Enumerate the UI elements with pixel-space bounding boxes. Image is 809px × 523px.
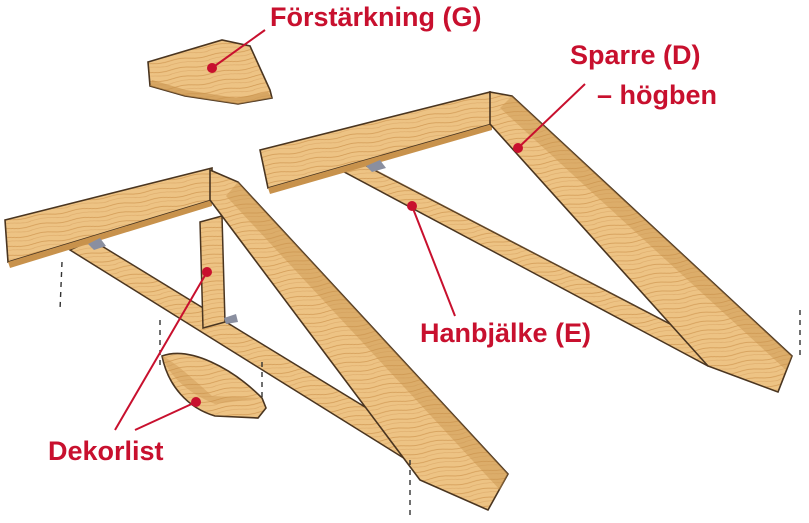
- label-rafter: Sparre (D): [570, 40, 701, 70]
- decor-strip: [161, 352, 267, 419]
- leader-dot-decor-strip: [191, 397, 201, 407]
- label-rafter-subtitle: – högben: [597, 80, 717, 110]
- leader-dot-rafter: [513, 143, 523, 153]
- label-reinforcement: Förstärkning (G): [270, 2, 482, 32]
- left-bracket: [4, 166, 509, 515]
- label-collar-tie: Hanbjälke (E): [420, 318, 592, 348]
- leader-dot-collar-tie: [407, 201, 417, 211]
- leader-dot-post: [202, 267, 212, 277]
- leader-dot-reinforcement: [207, 63, 217, 73]
- leader-lines: [114, 29, 586, 431]
- label-decor-strip: Dekorlist: [48, 436, 164, 466]
- right-bracket: [259, 90, 801, 394]
